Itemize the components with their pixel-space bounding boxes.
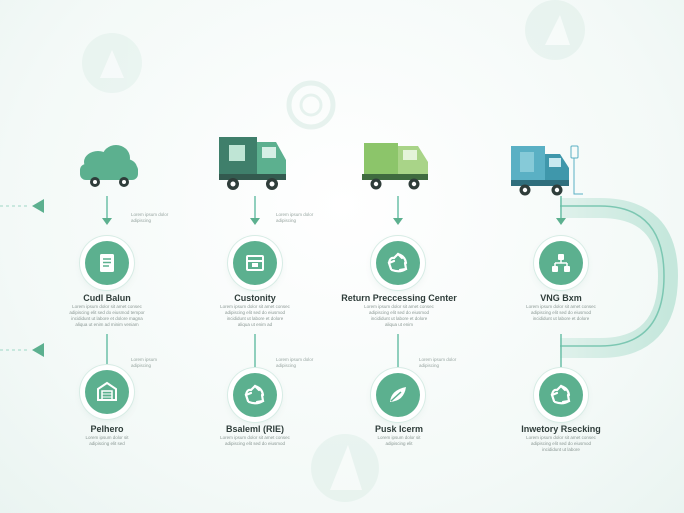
warehouse-icon: [85, 370, 129, 414]
step-description: Lorem ipsum dolor sit amet consec adipis…: [496, 304, 626, 322]
timeline-note: Lorem ipsum dolor adipiscing: [419, 357, 479, 369]
note-line: adipiscing: [419, 363, 440, 368]
step-title: Bsaleml (RIE): [225, 424, 285, 434]
u-turn-line: [560, 205, 665, 347]
note-line: adipiscing: [276, 363, 297, 368]
left-arrow-icon: [32, 343, 44, 357]
desc-line: incididunt ut labore et dolore magna: [71, 316, 143, 321]
note-line: Lorem ipsum dolor: [419, 357, 457, 362]
network-icon: [539, 241, 583, 285]
desc-line: aliqua ut enim ad: [237, 322, 273, 327]
desc-line: adipiscing elit sed do eiusmod: [530, 441, 592, 446]
step-description: Lorem ipsum dolor sit amet consec adipis…: [334, 304, 464, 328]
electric-truck-icon: [511, 145, 583, 196]
background-recycle-icon: [311, 434, 379, 502]
step-title: VNG Bxm: [540, 293, 582, 303]
desc-line: adipiscing elit sed do eiusmod: [368, 310, 430, 315]
cloud-truck-icon: [80, 145, 138, 187]
step-description: Lorem ipsum dolor sit amet consec adipis…: [190, 304, 320, 328]
desc-line: aliqua ut enim: [384, 322, 414, 327]
desc-line: Lorem ipsum dolor sit amet consec: [220, 435, 290, 440]
leaf-icon: [376, 373, 420, 417]
step-title: Inwetory Rsecking: [521, 424, 601, 434]
step-description: Lorem ipsum dolor sit amet consec adipis…: [42, 304, 172, 328]
step-title: Return Preccessing Center: [341, 293, 457, 303]
timeline-note: Lorem ipsum dolor adipiscing: [131, 212, 191, 224]
desc-line: adipiscing elit: [385, 441, 413, 446]
desc-line: adipiscing elit sed do eiusmod: [224, 310, 286, 315]
recycle-icon: [376, 241, 420, 285]
step-description: Lorem ipsum dolor sit adipiscing elit se…: [42, 435, 172, 447]
desc-line: adipiscing elit sed do eiusmod tempor: [69, 310, 145, 315]
document-icon: [85, 241, 129, 285]
recycle-icon: [539, 373, 583, 417]
desc-line: incididunt ut labore et dolore: [226, 316, 284, 321]
background-recycle-icon: [525, 0, 585, 60]
note-line: adipiscing: [131, 218, 152, 223]
background-recycle-icon: [82, 33, 142, 93]
desc-line: adipiscing elit sed do eiusmod: [224, 441, 286, 446]
timeline-note: Lorem ipsum dolor adipiscing: [276, 357, 336, 369]
step-description: Lorem ipsum dolor sit amet consec adipis…: [190, 435, 320, 447]
desc-line: aliqua ut enim ad minim veniam: [75, 322, 139, 327]
note-line: Lorem ipsum: [131, 357, 158, 362]
bottom-connectors: [106, 334, 562, 370]
desc-line: incididunt ut labore et dolore: [370, 316, 428, 321]
desc-line: Lorem ipsum dolor sit amet consec: [220, 304, 290, 309]
timeline-note: Lorem ipsum adipiscing: [131, 357, 191, 369]
background-target-icon: [286, 80, 336, 130]
u-turn-arc: [560, 198, 679, 358]
desc-line: adipiscing elit sed do eiusmod: [530, 310, 592, 315]
note-line: adipiscing: [276, 218, 297, 223]
timeline-note: Lorem ipsum dolor adipiscing: [276, 212, 336, 224]
delivery-truck-icon: [219, 137, 286, 190]
desc-line: Lorem ipsum dolor sit amet consec: [72, 304, 142, 309]
desc-line: incididunt ut labore et dolore: [532, 316, 590, 321]
desc-line: Lorem ipsum dolor sit amet consec: [526, 304, 596, 309]
desc-line: Lorem ipsum dolor sit amet consec: [526, 435, 596, 440]
step-title: Custonity: [234, 293, 276, 303]
step-title: Pelhero: [90, 424, 124, 434]
recycle-icon: [233, 373, 277, 417]
desc-line: adipiscing elit sed: [89, 441, 125, 446]
top-connectors: [106, 196, 562, 222]
note-line: Lorem ipsum dolor: [276, 357, 314, 362]
desc-line: incididunt ut labore: [542, 447, 580, 452]
down-arrow-icons: [102, 218, 566, 225]
note-line: adipiscing: [131, 363, 152, 368]
desc-line: Lorem ipsum dolor sit: [85, 435, 129, 440]
step-description: Lorem ipsum dolor sit adipiscing elit: [334, 435, 464, 447]
van-truck-icon: [362, 143, 428, 190]
desc-line: Lorem ipsum dolor sit amet consec: [364, 304, 434, 309]
left-arrow-icon: [32, 199, 44, 213]
step-title: Cudl Balun: [83, 293, 131, 303]
desc-line: Lorem ipsum dolor sit: [377, 435, 421, 440]
note-line: Lorem ipsum dolor: [276, 212, 314, 217]
box-icon: [233, 241, 277, 285]
note-line: Lorem ipsum dolor: [131, 212, 169, 217]
step-title: Pusk Icerm: [374, 424, 424, 434]
step-description: Lorem ipsum dolor sit amet consec adipis…: [496, 435, 626, 453]
